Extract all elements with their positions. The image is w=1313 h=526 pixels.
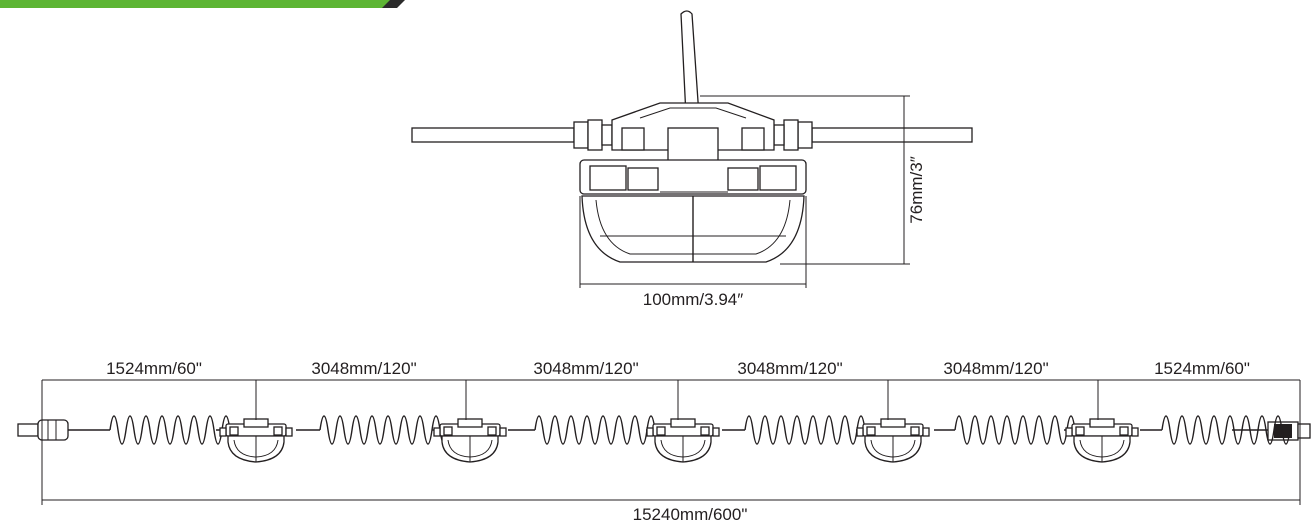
total-length-label: 15240mm/600" bbox=[633, 505, 748, 524]
segment-label-2: 3048mm/120" bbox=[311, 359, 416, 378]
segment-label-6: 1524mm/60" bbox=[1154, 359, 1250, 378]
cable-left bbox=[411, 127, 575, 143]
top-dimensions bbox=[579, 95, 910, 288]
connector-left bbox=[573, 119, 613, 151]
fixture-2 bbox=[433, 418, 507, 463]
fixture-4 bbox=[856, 418, 930, 463]
segment-label-3: 3048mm/120" bbox=[533, 359, 638, 378]
segment-dimensions bbox=[41, 379, 1301, 505]
fixture-top-view bbox=[411, 10, 973, 263]
segment-label-5: 3048mm/120" bbox=[943, 359, 1048, 378]
fixture-5 bbox=[1065, 418, 1139, 463]
segment-label-4: 3048mm/120" bbox=[737, 359, 842, 378]
plug-left bbox=[17, 419, 69, 441]
height-dimension-label: 76mm/3″ bbox=[907, 156, 926, 223]
segment-label-1: 1524mm/60" bbox=[106, 359, 202, 378]
fixture-1 bbox=[219, 418, 293, 463]
string-view bbox=[17, 380, 1311, 463]
cable-right bbox=[811, 127, 973, 143]
connector-right bbox=[773, 119, 813, 151]
width-dimension-label: 100mm/3.94″ bbox=[643, 290, 744, 309]
fixture-3 bbox=[646, 418, 720, 463]
header-banner bbox=[0, 0, 405, 8]
plug-right bbox=[1267, 421, 1311, 441]
